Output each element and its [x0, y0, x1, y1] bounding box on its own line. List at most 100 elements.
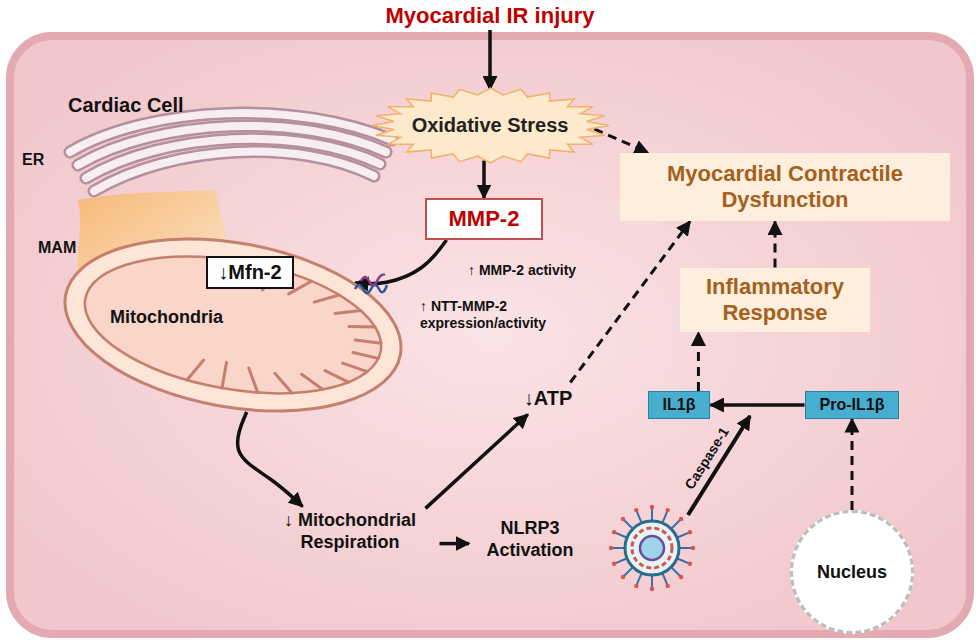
inflammasome-dot	[621, 575, 625, 579]
inflammasome-dot	[665, 508, 669, 512]
node-text: Mitochondria	[110, 307, 410, 328]
inflammasome-dot	[679, 517, 683, 521]
crista-fold	[222, 362, 227, 388]
node-text: Inflammatory Response	[688, 274, 862, 327]
inflammasome-dot	[691, 546, 695, 550]
inflammasome-dot	[634, 584, 638, 588]
outer-membrane	[51, 215, 414, 436]
crista-fold	[245, 368, 262, 392]
crista-fold	[300, 374, 325, 389]
solid-arrow	[355, 240, 447, 284]
node-text: Myocardial IR injury	[385, 3, 594, 29]
node-text: NLRP3 Activation	[474, 518, 586, 561]
inflammasome-dot	[621, 517, 625, 521]
node-text: Pro-IL1β	[820, 396, 885, 414]
inflammasome-spike	[624, 520, 632, 528]
node-text: Myocardial Contractile Dysfunction	[630, 161, 940, 214]
cell-region: Cardiac CellOxidative StressMyocardial C…	[6, 32, 974, 638]
inflammasome-ring	[625, 521, 679, 575]
dashed-arrow	[594, 129, 648, 153]
cytokine-box: Pro-IL1β	[805, 391, 900, 419]
node-text: ↓ATP	[524, 387, 573, 410]
inflammasome-dot	[650, 505, 654, 509]
cytokine-box: IL1β	[648, 391, 711, 419]
crista-fold	[335, 306, 361, 318]
solid-arrow	[440, 542, 470, 546]
inflammasome-dot	[634, 508, 638, 512]
mitochondrion-body	[51, 215, 414, 436]
inflammasome-spike	[651, 576, 653, 588]
er-band	[94, 152, 374, 191]
inflammasome-dot	[612, 530, 616, 534]
inflammasome-spike	[612, 547, 624, 549]
inflammasome-spikes	[609, 505, 695, 591]
outcome-box: Inflammatory Response	[680, 268, 870, 333]
protein-strand	[355, 285, 387, 293]
crista-fold	[355, 339, 381, 345]
process-label: ↓ Mitochondrial Respiration	[263, 506, 438, 557]
protein-strand	[361, 275, 385, 285]
node-text: MMP-2	[449, 206, 520, 232]
dashed-arrow	[697, 332, 700, 391]
node-text: Nucleus	[817, 562, 887, 583]
organelle-label: MAM	[38, 238, 76, 257]
inflammasome-spike	[678, 559, 689, 564]
solid-arrow	[482, 161, 486, 199]
crista-fold	[349, 322, 375, 331]
crista-fold	[324, 371, 350, 383]
solid-arrow	[488, 30, 492, 90]
crista-fold	[353, 353, 379, 359]
solid-arrow	[710, 403, 804, 407]
solid-arrow	[237, 412, 302, 506]
solid-arrow	[426, 415, 528, 509]
inflammasome-spike	[680, 547, 692, 549]
inflammasome-spike	[672, 520, 680, 528]
er-cisternae	[70, 113, 392, 191]
dashed-arrow	[850, 419, 853, 510]
inflammasome-spike	[624, 568, 632, 576]
inflammasome-core	[640, 536, 664, 560]
er-band	[94, 152, 374, 191]
burst-outline	[372, 88, 609, 163]
inflammasome-spike	[678, 533, 689, 538]
cell-membrane	[10, 36, 970, 634]
inflammasome-spike	[651, 508, 653, 520]
inflammasome-dot	[665, 584, 669, 588]
node-text: ↓ Mitochondrial Respiration	[267, 510, 434, 553]
inflammasome-spike	[615, 533, 626, 538]
crista-fold	[342, 363, 368, 372]
inflammasome-spike	[672, 568, 680, 576]
enzyme-label: Caspase-1	[681, 424, 732, 492]
annotation-text: ↑ NTT-MMP-2 expression/activity	[420, 298, 585, 332]
protein-box: ↓Mfn-2	[206, 256, 293, 289]
crista-fold	[187, 358, 204, 382]
enzyme-box: MMP-2	[425, 198, 544, 240]
inflammasome-icon	[609, 505, 695, 591]
node-text: IL1β	[663, 396, 696, 414]
inflammasome-spike	[637, 511, 642, 522]
inflammasome-dot	[650, 587, 654, 591]
node-text: Oxidative Stress	[412, 114, 569, 137]
inflammasome-spike	[663, 511, 668, 522]
inflammasome-dot	[679, 575, 683, 579]
crista-fold	[272, 373, 295, 393]
dashed-arrow	[774, 221, 777, 267]
organelle-label: ER	[22, 150, 44, 169]
inflammasome-dot	[688, 530, 692, 534]
nucleus-circle: Nucleus	[790, 510, 914, 634]
inflammasome-spike	[615, 559, 626, 564]
inflammasome-ring	[632, 528, 672, 568]
node-text: ↓Mfn-2	[218, 261, 281, 284]
inflammasome-dot	[688, 561, 692, 565]
crista-fold	[314, 291, 339, 306]
dashed-arrow	[570, 221, 690, 382]
inflammasome-spike	[663, 574, 668, 585]
inflammasome-dot	[612, 561, 616, 565]
process-label: NLRP3 Activation	[470, 514, 590, 565]
annotation-text: ↑ MMP-2 activity	[468, 262, 576, 279]
process-label: ↓ATP	[516, 383, 581, 414]
inflammasome-spike	[637, 574, 642, 585]
stress-burst: Oxidative Stress	[372, 88, 609, 163]
inflammasome-dot	[609, 546, 613, 550]
